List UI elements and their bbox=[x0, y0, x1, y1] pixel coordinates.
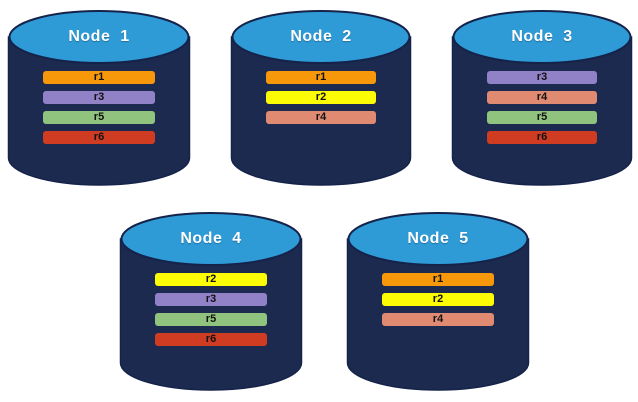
replica-stack: r1 r3 r5 r6 bbox=[8, 71, 190, 144]
replica-bar[interactable]: r2 bbox=[382, 293, 494, 306]
replica-label: r4 bbox=[432, 313, 444, 325]
replica-label: r3 bbox=[536, 71, 548, 83]
replica-bar[interactable]: r4 bbox=[487, 91, 597, 104]
replica-label: r3 bbox=[205, 293, 217, 305]
replica-bar[interactable]: r3 bbox=[487, 71, 597, 84]
cylinder-top-ellipse bbox=[120, 212, 302, 266]
replica-label: r2 bbox=[205, 273, 217, 285]
replica-label: r5 bbox=[93, 111, 105, 123]
replica-label: r5 bbox=[536, 111, 548, 123]
cylinder-top-ellipse bbox=[347, 212, 529, 266]
cylinder-top-ellipse bbox=[452, 10, 632, 64]
replica-bar[interactable]: r3 bbox=[155, 293, 267, 306]
replica-stack: r2 r3 r5 r6 bbox=[120, 273, 302, 346]
replica-label: r4 bbox=[536, 91, 548, 103]
replica-bar[interactable]: r1 bbox=[382, 273, 494, 286]
replica-bar[interactable]: r6 bbox=[155, 333, 267, 346]
replica-bar[interactable]: r2 bbox=[155, 273, 267, 286]
replica-label: r4 bbox=[315, 111, 327, 123]
replica-label: r1 bbox=[315, 71, 327, 83]
replica-bar[interactable]: r4 bbox=[266, 111, 376, 124]
replica-label: r6 bbox=[205, 333, 217, 345]
replica-label: r1 bbox=[432, 273, 444, 285]
replica-bar[interactable]: r3 bbox=[43, 91, 155, 104]
replica-bar[interactable]: r5 bbox=[43, 111, 155, 124]
replica-bar[interactable]: r6 bbox=[43, 131, 155, 144]
replica-bar[interactable]: r1 bbox=[266, 71, 376, 84]
replica-stack: r1 r2 r4 bbox=[231, 71, 411, 124]
replica-label: r6 bbox=[93, 131, 105, 143]
replica-label: r3 bbox=[93, 91, 105, 103]
replica-label: r5 bbox=[205, 313, 217, 325]
replica-bar[interactable]: r5 bbox=[487, 111, 597, 124]
replica-bar[interactable]: r2 bbox=[266, 91, 376, 104]
replica-label: r6 bbox=[536, 131, 548, 143]
replica-label: r2 bbox=[315, 91, 327, 103]
cylinder-top-ellipse bbox=[231, 10, 411, 64]
replica-label: r1 bbox=[93, 71, 105, 83]
cylinder-top-ellipse bbox=[8, 10, 190, 64]
replica-label: r2 bbox=[432, 293, 444, 305]
replica-stack: r3 r4 r5 r6 bbox=[452, 71, 632, 144]
replica-stack: r1 r2 r4 bbox=[347, 273, 529, 326]
replica-bar[interactable]: r5 bbox=[155, 313, 267, 326]
replica-bar[interactable]: r1 bbox=[43, 71, 155, 84]
replica-bar[interactable]: r4 bbox=[382, 313, 494, 326]
replica-bar[interactable]: r6 bbox=[487, 131, 597, 144]
